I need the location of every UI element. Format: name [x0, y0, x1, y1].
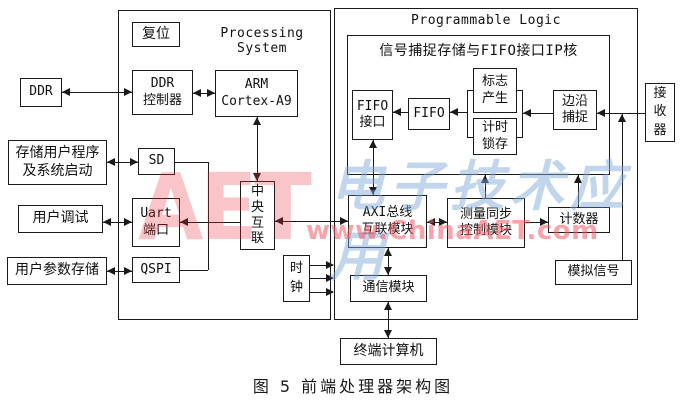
- arrowhead: [130, 158, 138, 166]
- arrowhead: [439, 218, 447, 226]
- connector: [310, 278, 333, 279]
- box-uart-port: Uart 端口: [132, 198, 180, 247]
- box-terminal-computer: 终端计算机: [340, 338, 437, 365]
- box-clock: 时 钟: [283, 255, 310, 302]
- programmable-logic-label: Programmable Logic: [411, 13, 561, 28]
- connector: [275, 221, 348, 222]
- box-edge-capture: 边沿 捕捉: [553, 90, 597, 130]
- connector: [180, 270, 208, 271]
- ip-core-region: [347, 35, 610, 175]
- connector: [310, 292, 333, 293]
- box-user-debug: 用户调试: [18, 205, 103, 233]
- arrowhead: [207, 89, 215, 97]
- connector: [175, 162, 208, 163]
- arrowhead: [107, 158, 115, 166]
- connector: [485, 175, 486, 198]
- arrowhead: [326, 288, 334, 296]
- arrowhead: [103, 218, 111, 226]
- arrowhead: [107, 267, 115, 275]
- box-receiver: 接 收 器: [645, 83, 675, 142]
- processing-system-region: [118, 10, 331, 320]
- connector: [107, 271, 132, 272]
- box-ddr-memory: DDR: [20, 78, 62, 107]
- box-arm-cortex-a9: ARM Cortex-A9: [215, 70, 298, 117]
- arrowhead: [180, 218, 188, 226]
- box-fifo-interface: FIFO 接口: [352, 90, 393, 140]
- arrowhead: [275, 217, 283, 225]
- connector: [62, 92, 132, 93]
- connector: [622, 113, 623, 260]
- arrowhead: [523, 109, 531, 117]
- box-measure-sync-control-module: 测量同步 控制模块: [447, 198, 525, 248]
- connector: [450, 112, 467, 113]
- arrowhead: [384, 330, 392, 338]
- box-fifo: FIFO: [408, 98, 450, 130]
- arrowhead: [540, 218, 548, 226]
- arrowhead: [62, 88, 70, 96]
- arrowhead: [253, 117, 261, 125]
- box-timing-latch: 计时 锁存: [473, 118, 517, 155]
- arrowhead: [369, 140, 377, 148]
- connector: [427, 222, 447, 223]
- arrowhead: [597, 109, 605, 117]
- connector: [597, 113, 645, 114]
- arrowhead: [384, 248, 392, 256]
- arrowhead: [369, 187, 377, 195]
- connector: [388, 302, 389, 338]
- box-qspi: QSPI: [132, 257, 180, 283]
- connector: [208, 162, 209, 270]
- connector: [107, 162, 138, 163]
- arrowhead: [618, 114, 626, 122]
- arrowhead: [124, 88, 132, 96]
- arrowhead: [124, 218, 132, 226]
- arrowhead: [427, 218, 435, 226]
- processing-system-label: Processing System: [220, 26, 304, 56]
- box-user-program-storage: 存储用户程序 及系统启动: [8, 140, 107, 185]
- connector: [578, 175, 579, 207]
- box-sd: SD: [138, 148, 175, 175]
- box-central-interconnect: 中 央 互 联: [240, 181, 275, 250]
- box-counter: 计数器: [548, 207, 610, 233]
- arrowhead: [124, 267, 132, 275]
- connector: [525, 222, 548, 223]
- connector: [257, 117, 258, 181]
- arrowhead: [393, 108, 401, 116]
- arrowhead: [326, 274, 334, 282]
- arrowhead: [384, 267, 392, 275]
- arrowhead: [450, 108, 458, 116]
- arrowhead: [574, 175, 582, 183]
- ip-core-label: 信号捕捉存储与FIFO接口IP核: [379, 43, 578, 59]
- box-reset: 复位: [132, 22, 180, 47]
- box-comm-module: 通信模块: [350, 275, 427, 302]
- box-axi-interconnect-module: AXI总线 互联模块: [348, 195, 427, 248]
- arrowhead: [193, 89, 201, 97]
- connector: [373, 140, 374, 195]
- programmable-logic-region: [334, 8, 638, 320]
- connector: [310, 265, 333, 266]
- box-flag-generation: 标志 产生: [473, 68, 517, 113]
- arrowhead: [384, 302, 392, 310]
- arrowhead: [253, 173, 261, 181]
- connector: [523, 113, 553, 114]
- box-ddr-controller: DDR 控制器: [132, 70, 193, 115]
- box-user-param-storage: 用户参数存储: [7, 257, 107, 285]
- connector: [180, 222, 240, 223]
- connector: [388, 248, 389, 275]
- box-analog-signal: 模拟信号: [555, 260, 632, 285]
- arrowhead: [340, 217, 348, 225]
- figure-caption: 图 5 前端处理器架构图: [252, 377, 454, 396]
- arrowhead: [481, 175, 489, 183]
- connector: [103, 222, 132, 223]
- arrowhead: [326, 261, 334, 269]
- connector: [193, 93, 215, 94]
